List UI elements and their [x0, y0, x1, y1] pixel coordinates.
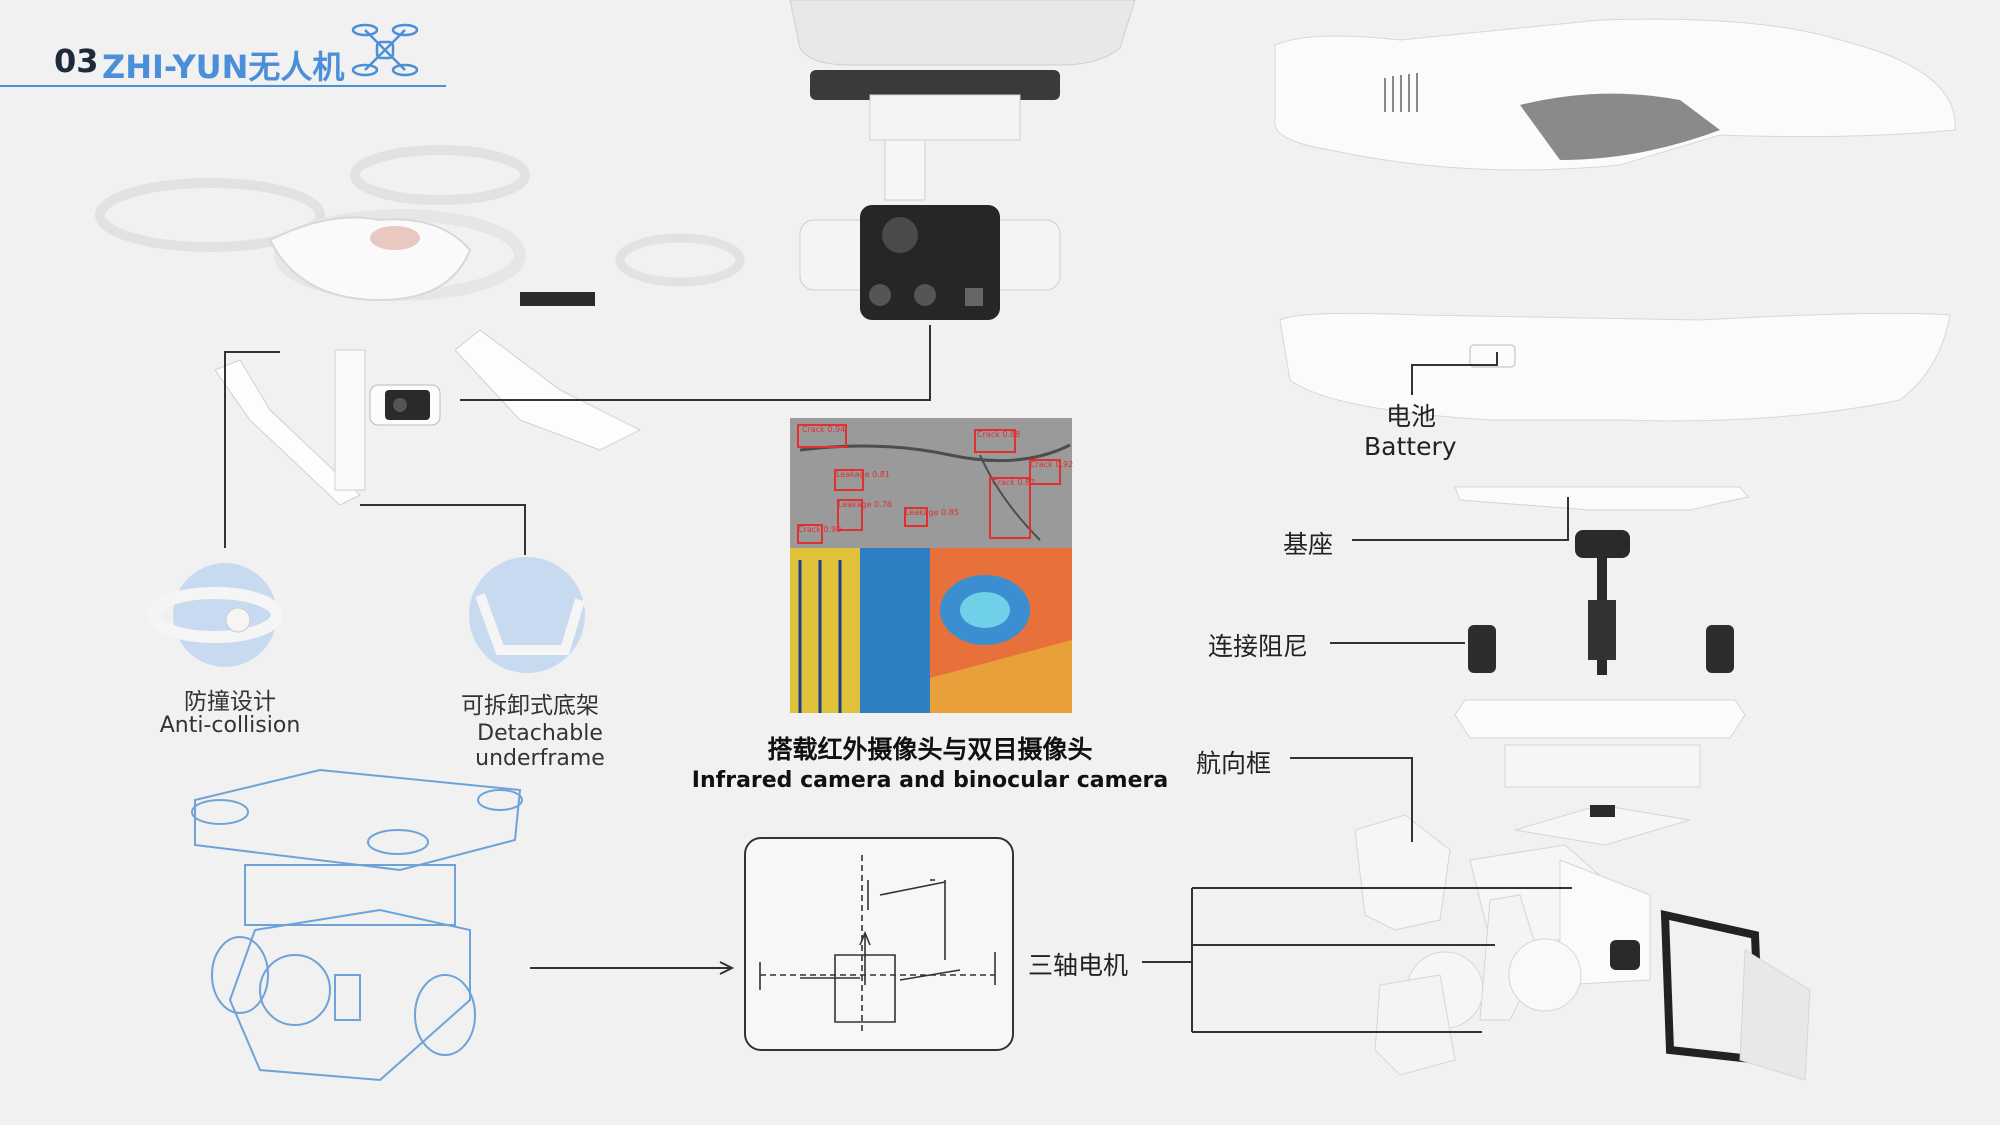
detection-label: Leakage 0.81 — [836, 470, 890, 479]
detection-label: Crack 0.90 — [798, 525, 842, 534]
feature-label-en: Anti-collision — [159, 713, 301, 738]
underframe-illustration — [469, 557, 585, 673]
part-label-battery-en: Battery — [1364, 432, 1457, 461]
gimbal-camera-image — [789, 0, 1136, 320]
camera-caption-cn: 搭载红外摄像头与双目摄像头 — [767, 735, 1093, 764]
part-label-base: 基座 — [1283, 530, 1334, 559]
detection-label: Crack 0.92 — [1030, 460, 1074, 469]
feature-label-cn: 可拆卸式底架 — [461, 693, 599, 719]
part-label-battery-cn: 电池 — [1386, 402, 1437, 431]
shell-top-image — [1274, 18, 1956, 171]
camera-caption-en: Infrared camera and binocular camera — [691, 768, 1169, 793]
anti-collision-illustration — [147, 563, 283, 667]
gimbal-blueprint-image — [191, 768, 523, 1082]
part-label-gimbal-motor: 三轴电机 — [1028, 951, 1129, 980]
page-title: ZHI-YUN无人机 — [102, 48, 345, 86]
shell-bottom-image — [1279, 312, 1951, 422]
exploded-parts-image — [1354, 486, 1811, 1081]
section-number: 03 — [54, 42, 99, 80]
drone-icon — [351, 23, 419, 77]
feature-label-en: Detachable underframe — [475, 721, 605, 771]
header-underline — [0, 85, 446, 87]
detection-label: Leakage 0.78 — [838, 500, 892, 509]
blueprint-arrow — [530, 961, 735, 975]
detection-label: Crack 0.87 — [992, 478, 1036, 487]
axis-diagram — [744, 837, 1014, 1051]
detection-label: Leakage 0.85 — [905, 508, 959, 517]
drone-main-image — [95, 145, 745, 506]
connector-lines — [224, 325, 931, 555]
detection-label: Crack 0.88 — [977, 430, 1021, 439]
part-label-damper: 连接阻尼 — [1208, 632, 1309, 661]
part-callout-lines — [1142, 352, 1572, 1033]
feature-label-cn: 防撞设计 — [184, 689, 276, 715]
detection-label: Crack 0.94 — [802, 425, 846, 434]
detection-infrared-image — [790, 418, 1072, 713]
part-label-heading-frame: 航向框 — [1196, 749, 1272, 778]
